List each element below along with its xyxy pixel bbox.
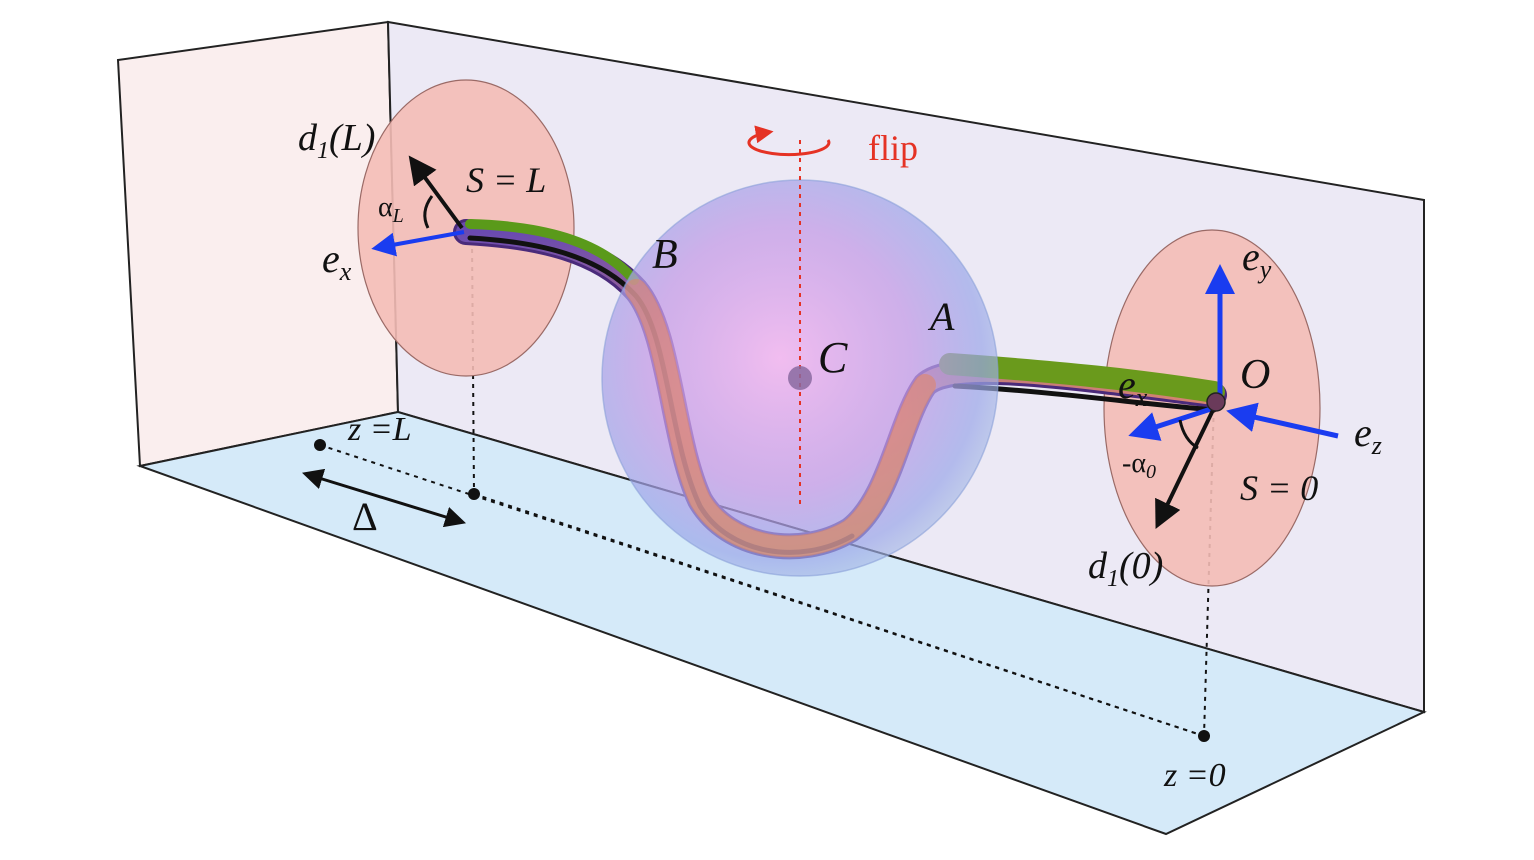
point-left-projection <box>468 488 480 500</box>
ex-right-vector <box>1128 405 1215 441</box>
B-label: B <box>652 232 678 278</box>
rod-inside-sphere <box>625 279 936 558</box>
flip-rotation-arrow <box>747 125 831 157</box>
d1-0-vector <box>1155 407 1216 530</box>
ez-label: ez <box>1354 410 1382 460</box>
d1-L-label: d1(L) <box>298 117 375 164</box>
S-eq-L-label: S = L <box>466 160 546 200</box>
ey-label: ey <box>1242 234 1272 284</box>
z-eq-0-label: z =0 <box>1163 757 1226 794</box>
delta-arrow <box>301 468 467 528</box>
S-eq-0-label: S = 0 <box>1240 468 1318 508</box>
alpha-L-label: αL <box>378 192 404 227</box>
flip-label: flip <box>868 128 918 168</box>
d1-0-label: d1(0) <box>1088 545 1163 592</box>
point-z-L <box>314 439 326 451</box>
ex-left-vector <box>371 230 465 257</box>
ex-left-label: ex <box>322 236 352 286</box>
z-eq-L-label: z =L <box>347 411 412 448</box>
point-z-0 <box>1198 730 1210 742</box>
C-label: C <box>818 333 848 382</box>
origin-point <box>1206 392 1226 412</box>
sphere-center <box>788 366 812 390</box>
minus-alpha0-label: -α0 <box>1122 448 1156 483</box>
ex-right-label: ex <box>1118 362 1148 412</box>
side-wall <box>116 20 400 468</box>
delta-label: Δ <box>352 494 378 539</box>
A-label: A <box>927 294 955 339</box>
d1-L-vector <box>408 155 464 230</box>
ez-vector <box>1226 402 1339 439</box>
alpha-0-arc <box>1178 419 1199 450</box>
O-label: O <box>1240 352 1270 398</box>
alpha-L-arc <box>423 195 434 229</box>
